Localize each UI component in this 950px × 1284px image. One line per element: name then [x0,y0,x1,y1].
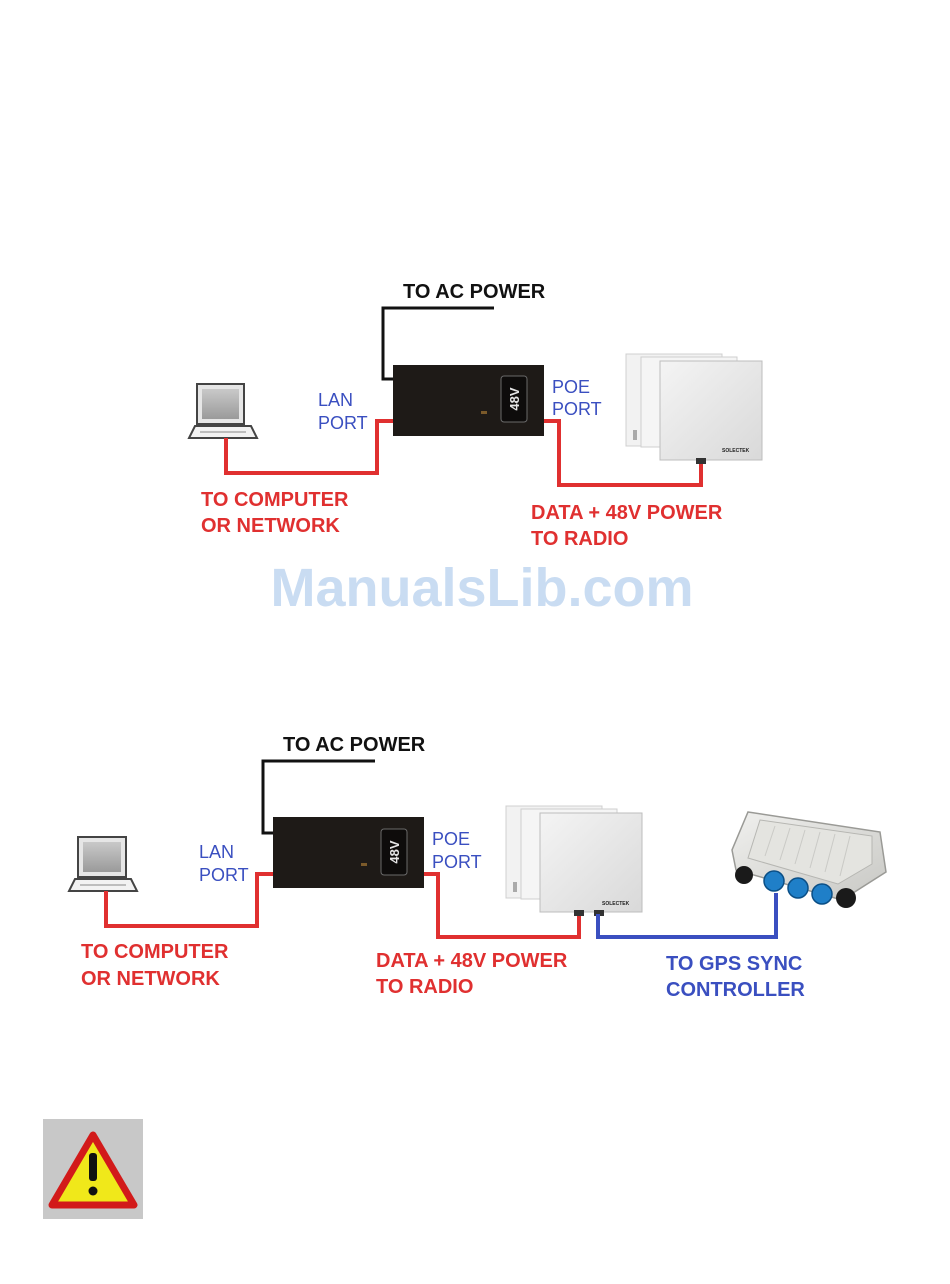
laptop-icon [189,384,257,438]
poe-port-label-2-line2: PORT [432,852,482,872]
computer-label-line2: OR NETWORK [201,515,340,537]
diagram-1: TO AC POWER 48V LAN PORT POE PORT [189,281,762,550]
gps-label-line2: CONTROLLER [666,979,805,1001]
gps-label-line1: TO GPS SYNC [666,953,802,975]
poe-injector: 48V [393,365,544,436]
radio-brand: SOLECTEK [722,448,750,454]
lan-port-label-line2: PORT [318,413,368,433]
radio-panel-icon: SOLECTEK [626,354,762,464]
radio-label-2-line1: DATA + 48V POWER [376,950,568,972]
poe-injector-2: 48V [273,817,424,888]
injector-48v-label-2: 48V [387,840,402,863]
computer-label-2-line1: TO COMPUTER [81,941,229,963]
radio-label-line1: DATA + 48V POWER [531,502,723,524]
lan-port-label-line1: LAN [318,390,353,410]
radio-label-2-line2: TO RADIO [376,976,473,998]
watermark: ManualsLib.com [270,558,693,618]
computer-label-2-line2: OR NETWORK [81,968,220,990]
lan-port-label-2-line1: LAN [199,842,234,862]
computer-label-line1: TO COMPUTER [201,489,349,511]
ac-power-label: TO AC POWER [403,281,546,303]
ac-power-label-2: TO AC POWER [283,734,426,756]
poe-port-label-line2: PORT [552,399,602,419]
diagram-2: TO AC POWER 48V LAN PORT POE PORT SOLECT… [69,734,886,1001]
radio-label-line2: TO RADIO [531,528,628,550]
laptop-icon-2 [69,837,137,891]
warning-icon [43,1119,143,1219]
poe-port-label-line1: POE [552,377,590,397]
led-indicator [481,411,487,414]
gps-sync-controller-icon [732,812,886,908]
radio-panel-icon-2: SOLECTEK [506,806,642,916]
led-indicator-2 [361,863,367,866]
radio-brand-2: SOLECTEK [602,901,630,907]
poe-port-label-2-line1: POE [432,829,470,849]
injector-48v-label: 48V [507,387,522,410]
lan-port-label-2-line2: PORT [199,865,249,885]
